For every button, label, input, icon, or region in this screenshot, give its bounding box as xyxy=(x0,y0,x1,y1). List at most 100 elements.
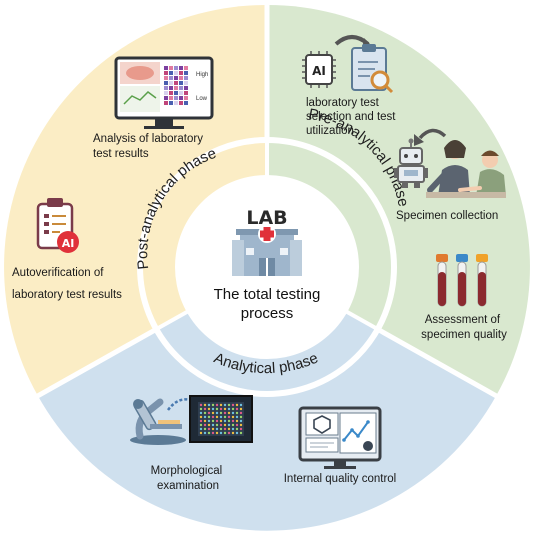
heatmap-cell xyxy=(179,101,183,105)
heatmap-cell xyxy=(174,101,178,105)
heatmap-cell xyxy=(169,91,173,95)
gpu-dot xyxy=(231,419,235,423)
specimen-tubes-icon xyxy=(436,254,488,307)
curved-arrow-icon xyxy=(167,398,197,411)
heatmap-cell xyxy=(164,71,168,75)
gpu-dot xyxy=(239,403,243,407)
heatmap-cell xyxy=(174,76,178,80)
robot-icon xyxy=(394,138,428,188)
heatmap-cell xyxy=(184,66,188,70)
gpu-dot xyxy=(223,403,227,407)
gpu-dot xyxy=(239,415,243,419)
gpu-dot xyxy=(223,415,227,419)
gpu-dot xyxy=(207,415,211,419)
gpu-dot xyxy=(219,423,223,427)
gpu-dot xyxy=(215,415,219,419)
gpu-dot xyxy=(231,423,235,427)
heatmap-cell xyxy=(164,96,168,100)
gpu-dot xyxy=(227,415,231,419)
specimen-collection-people-icon xyxy=(426,140,506,198)
gpu-dot xyxy=(211,419,215,423)
svg-text:AI: AI xyxy=(312,64,326,78)
heatmap-cell xyxy=(179,71,183,75)
gpu-dot xyxy=(239,431,243,435)
gpu-dot xyxy=(223,407,227,411)
gpu-dot xyxy=(199,403,203,407)
heatmap-cell xyxy=(174,91,178,95)
gpu-dot xyxy=(219,407,223,411)
gpu-dot xyxy=(215,431,219,435)
gpu-dot xyxy=(199,419,203,423)
gpu-dot xyxy=(211,411,215,415)
gpu-dot xyxy=(215,423,219,427)
gpu-dot xyxy=(219,411,223,415)
gpu-dot xyxy=(227,407,231,411)
gpu-dot xyxy=(219,403,223,407)
heatmap-cell xyxy=(184,91,188,95)
gpu-dot xyxy=(215,427,219,431)
gpu-dot xyxy=(219,431,223,435)
gpu-dot xyxy=(239,407,243,411)
heatmap-cell xyxy=(174,86,178,90)
heatmap-cell xyxy=(179,91,183,95)
svg-text:High: High xyxy=(196,72,208,78)
heatmap-cell xyxy=(169,66,173,70)
gpu-dot xyxy=(227,419,231,423)
center-title-line2: process xyxy=(241,305,294,322)
gpu-dot xyxy=(215,403,219,407)
heatmap-cell xyxy=(164,86,168,90)
gpu-dot xyxy=(235,423,239,427)
gpu-dot xyxy=(207,427,211,431)
heatmap-cell xyxy=(164,101,168,105)
heatmap-cell xyxy=(169,101,173,105)
clipboard-magnifier-icon xyxy=(351,44,394,94)
gpu-dot xyxy=(235,407,239,411)
gpu-dot xyxy=(235,431,239,435)
heatmap-cell xyxy=(164,76,168,80)
heatmap-cell xyxy=(179,96,183,100)
gpu-dot xyxy=(211,407,215,411)
gpu-dot xyxy=(227,423,231,427)
heatmap-cell xyxy=(164,91,168,95)
heatmap-cell xyxy=(179,86,183,90)
analysis-label: Analysis of laboratory test results xyxy=(93,133,206,160)
morphology-label: Morphological examination xyxy=(151,465,226,492)
heatmap-cell xyxy=(169,81,173,85)
gpu-dot xyxy=(199,427,203,431)
gpu-dot xyxy=(239,411,243,415)
heatmap-cell xyxy=(184,81,188,85)
gpu-dot xyxy=(227,411,231,415)
gpu-dot xyxy=(227,427,231,431)
heatmap-cell xyxy=(174,66,178,70)
gpu-dot xyxy=(235,415,239,419)
heatmap-cell xyxy=(164,81,168,85)
gpu-dot xyxy=(235,411,239,415)
heatmap-cell xyxy=(169,96,173,100)
heatmap-cell xyxy=(184,71,188,75)
gpu-dot xyxy=(215,407,219,411)
heatmap-cell xyxy=(174,96,178,100)
gpu-dot xyxy=(231,407,235,411)
heatmap-cell xyxy=(169,71,173,75)
gpu-dot xyxy=(235,403,239,407)
gpu-dot xyxy=(203,431,207,435)
iqc-label: Internal quality control xyxy=(284,473,397,485)
gpu-dot xyxy=(239,423,243,427)
gpu-dot xyxy=(203,403,207,407)
gpu-dot xyxy=(203,415,207,419)
gpu-dot xyxy=(199,423,203,427)
specimen-collection-label: Specimen collection xyxy=(396,210,498,222)
center-title-line1: The total testing xyxy=(214,286,321,303)
gpu-dot xyxy=(231,415,235,419)
gpu-dot xyxy=(207,423,211,427)
gpu-grid-icon xyxy=(189,395,253,443)
heatmap-cell xyxy=(164,66,168,70)
heatmap-cell xyxy=(184,86,188,90)
autoverification-label: Autoverification of laboratory test resu… xyxy=(12,267,122,301)
curved-arrow-icon xyxy=(418,128,447,140)
gpu-dot xyxy=(227,431,231,435)
gpu-dot xyxy=(203,427,207,431)
gpu-dot xyxy=(223,411,227,415)
gpu-dot xyxy=(231,427,235,431)
heatmap-cell xyxy=(174,81,178,85)
